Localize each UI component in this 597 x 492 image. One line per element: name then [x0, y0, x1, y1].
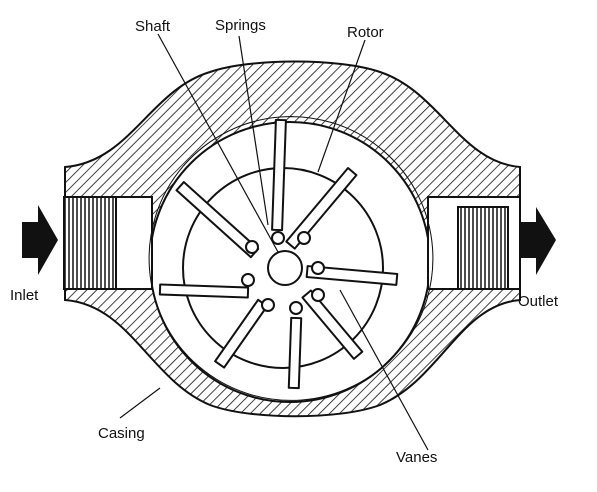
- vanes-leader: [339, 289, 429, 451]
- casing-leader: [119, 387, 161, 419]
- label-outlet: Outlet: [518, 293, 559, 310]
- spring-slot: [289, 301, 303, 315]
- inlet-grid: [63, 196, 117, 290]
- label-springs: Springs: [215, 17, 266, 34]
- rotor-leader: [317, 39, 366, 173]
- spring-slot: [261, 298, 275, 312]
- shaft: [267, 250, 303, 286]
- vane: [158, 283, 250, 299]
- outlet-arrow-icon: [520, 207, 556, 275]
- spring-slot: [271, 231, 285, 245]
- springs-leader: [238, 35, 269, 226]
- shaft-leader: [157, 33, 279, 253]
- vane: [285, 167, 358, 250]
- spring-slot: [297, 231, 311, 245]
- label-shaft: Shaft: [135, 18, 171, 35]
- inlet-arrow-icon: [22, 205, 58, 275]
- vane: [301, 289, 364, 360]
- spring-slot: [311, 261, 325, 275]
- vanes-group: [158, 118, 399, 390]
- label-rotor: Rotor: [347, 24, 384, 41]
- outlet-grid: [457, 206, 509, 290]
- spring-slot: [311, 288, 325, 302]
- spring-slot: [245, 240, 259, 254]
- vane: [287, 316, 303, 390]
- vane: [305, 265, 399, 286]
- discharge-chamber: [279, 116, 434, 401]
- label-casing: Casing: [98, 425, 145, 442]
- springs-group: [241, 231, 325, 315]
- label-inlet: Inlet: [10, 287, 39, 304]
- spring-slot: [241, 273, 255, 287]
- vane: [271, 118, 287, 232]
- label-vanes: Vanes: [396, 449, 437, 466]
